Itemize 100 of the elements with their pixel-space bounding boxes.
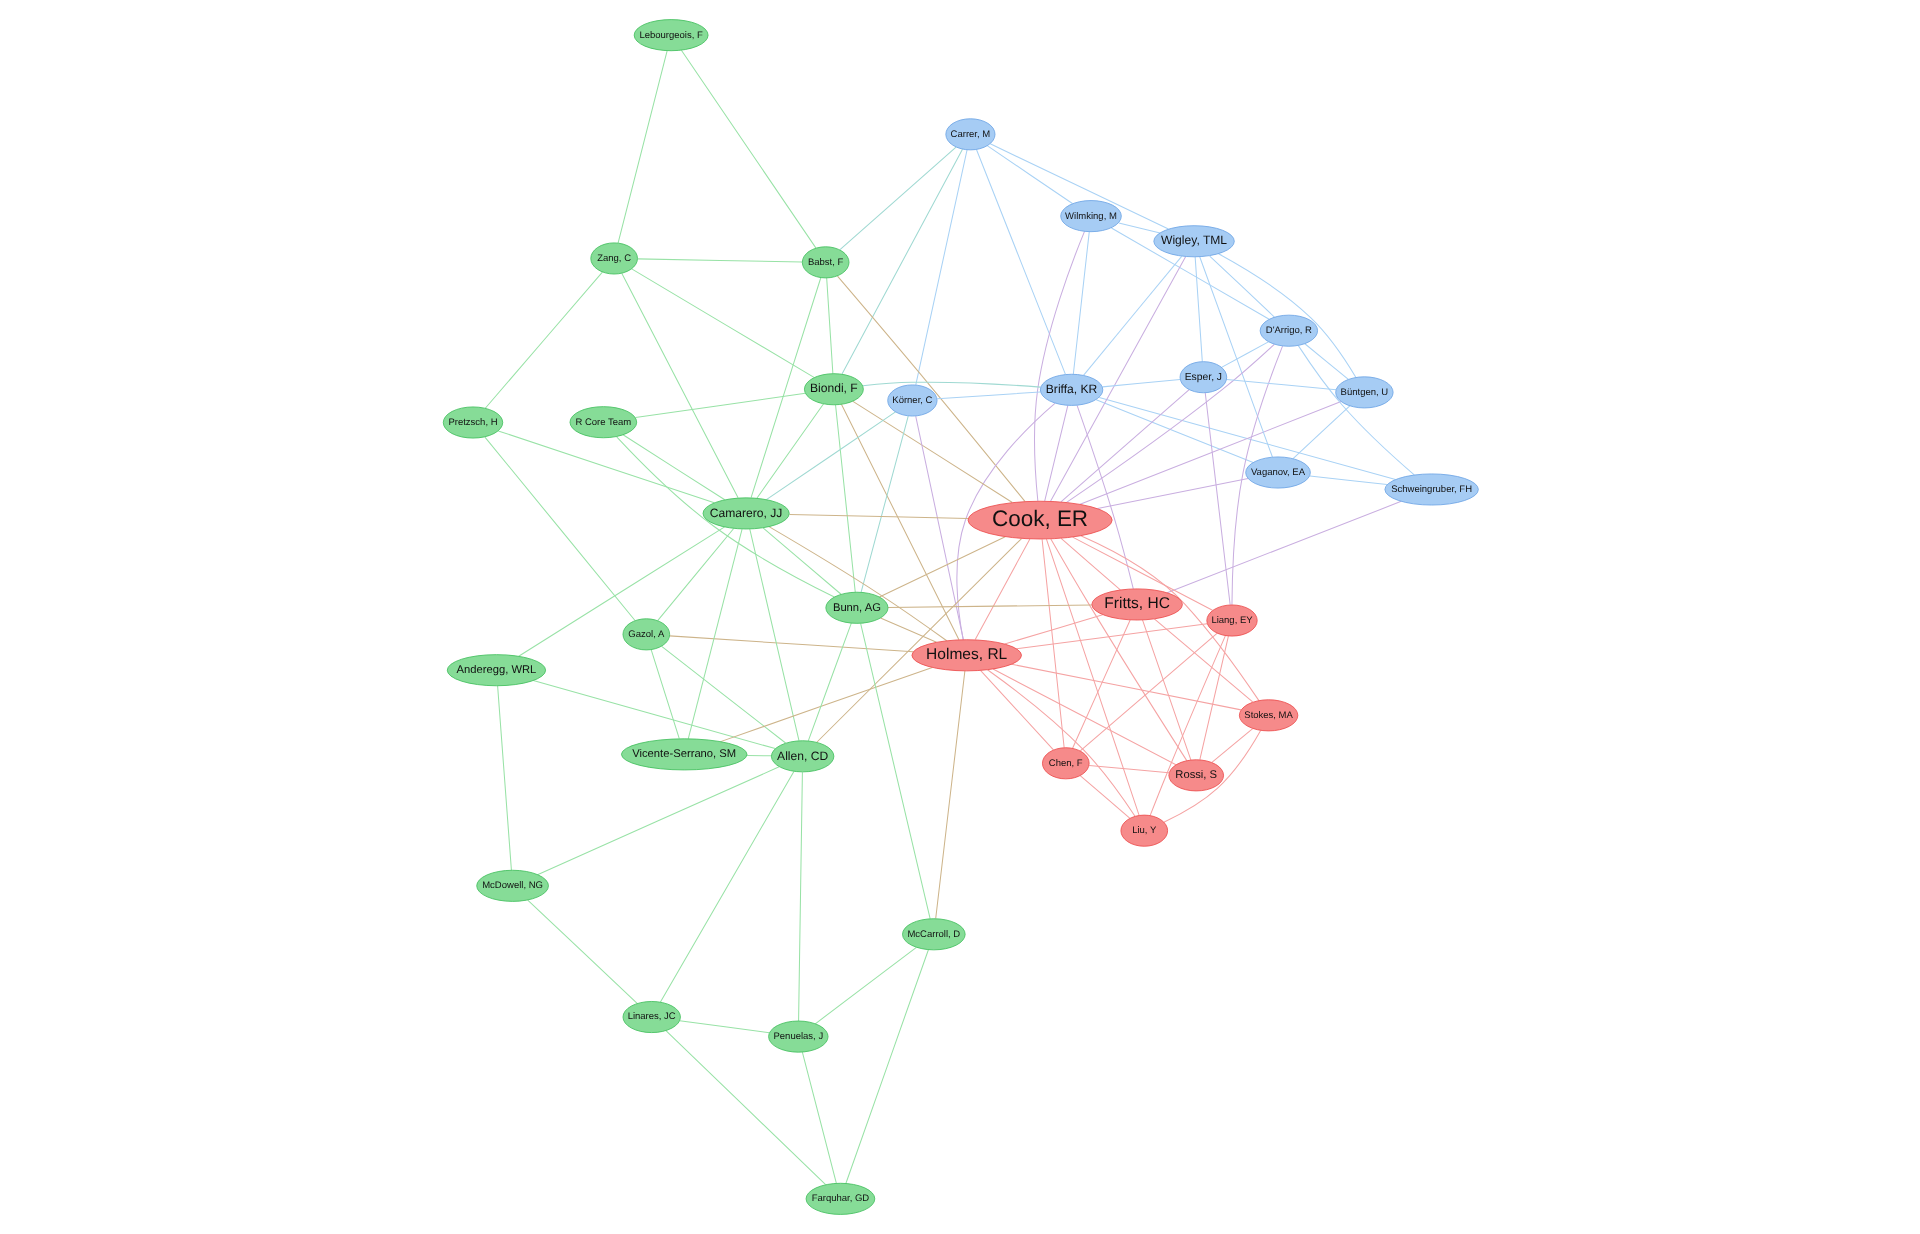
- connector: [1198, 256, 1272, 458]
- connector: [1296, 345, 1414, 476]
- connector: [1040, 538, 1064, 749]
- connector: [615, 436, 834, 598]
- connector: [1203, 392, 1230, 606]
- node-ellipse: Fritts, HC: [1090, 588, 1182, 621]
- connector: [1210, 728, 1253, 763]
- connector: [1117, 222, 1160, 234]
- connector: [991, 668, 1176, 766]
- connector: [851, 400, 1012, 504]
- connector: [745, 754, 771, 757]
- connector: [1065, 343, 1274, 503]
- connector: [1208, 255, 1274, 318]
- connector: [656, 528, 734, 622]
- connector: [1043, 404, 1068, 502]
- connector: [859, 622, 930, 920]
- connector: [536, 766, 779, 876]
- connector: [1081, 255, 1182, 376]
- connector: [1075, 404, 1133, 590]
- connector: [767, 526, 947, 642]
- connector: [813, 946, 916, 1025]
- connector: [616, 50, 667, 244]
- connector: [483, 271, 602, 409]
- connector: [526, 899, 637, 1005]
- connector: [1162, 729, 1261, 823]
- connector: [844, 949, 928, 1184]
- node-ellipse: Holmes, RL: [910, 639, 1021, 672]
- connector: [1303, 343, 1348, 380]
- connector: [1193, 256, 1202, 362]
- connector: [974, 149, 1065, 375]
- connector: [660, 645, 786, 744]
- connector: [633, 392, 805, 419]
- connector: [1059, 389, 1189, 503]
- connector: [825, 277, 833, 375]
- connector: [838, 146, 956, 251]
- connector: [1078, 775, 1130, 819]
- connector: [719, 666, 932, 743]
- connector: [935, 391, 1040, 400]
- connector: [764, 411, 896, 501]
- connector: [679, 49, 816, 249]
- connector: [861, 381, 1040, 388]
- connector: [1044, 538, 1139, 816]
- connector: [986, 669, 1135, 817]
- connector: [914, 149, 967, 386]
- connector: [979, 670, 1053, 751]
- connector: [664, 1030, 826, 1186]
- connector: [1071, 536, 1212, 611]
- connector: [1094, 399, 1253, 464]
- connector: [1033, 230, 1085, 502]
- connector: [886, 604, 1092, 608]
- connector: [621, 434, 725, 501]
- connector: [1010, 663, 1241, 711]
- connector: [749, 277, 821, 499]
- connector: [1059, 537, 1120, 591]
- connector: [797, 771, 802, 1022]
- connector: [517, 526, 725, 657]
- connector: [1049, 538, 1187, 762]
- connector: [668, 635, 913, 653]
- connector: [1230, 345, 1283, 606]
- connector: [1087, 764, 1169, 774]
- connector: [748, 528, 799, 742]
- connector: [1071, 231, 1089, 375]
- connector: [973, 538, 1030, 641]
- connector: [859, 415, 908, 593]
- connector: [761, 527, 841, 595]
- connector: [630, 268, 814, 378]
- connector: [1217, 253, 1356, 378]
- connector: [755, 403, 824, 499]
- connector: [800, 1051, 836, 1184]
- connector: [834, 404, 855, 593]
- connector: [1049, 256, 1186, 502]
- connector: [1097, 396, 1395, 480]
- connector: [1291, 405, 1350, 460]
- connector: [988, 143, 1168, 230]
- connector: [1308, 475, 1387, 486]
- connector: [658, 770, 794, 1003]
- connector: [1096, 477, 1248, 510]
- connector: [1079, 535, 1259, 702]
- connector: [531, 680, 775, 750]
- connector: [934, 670, 965, 919]
- connector: [496, 685, 511, 871]
- connector: [649, 649, 679, 740]
- connector: [620, 272, 738, 499]
- connector: [914, 415, 963, 641]
- connector: [985, 145, 1072, 204]
- connector: [1165, 500, 1401, 594]
- connector: [1003, 614, 1103, 645]
- connector: [1225, 378, 1336, 391]
- connector: [839, 403, 959, 641]
- connector: [1220, 341, 1268, 368]
- connector: [788, 513, 968, 519]
- connector: [877, 536, 1005, 598]
- connector: [1078, 401, 1341, 505]
- connector: [678, 1020, 770, 1034]
- connector: [836, 275, 1025, 502]
- connector: [1078, 632, 1217, 752]
- connector: [496, 430, 714, 504]
- connector: [840, 148, 962, 375]
- connector: [955, 402, 1055, 641]
- connector: [636, 258, 802, 263]
